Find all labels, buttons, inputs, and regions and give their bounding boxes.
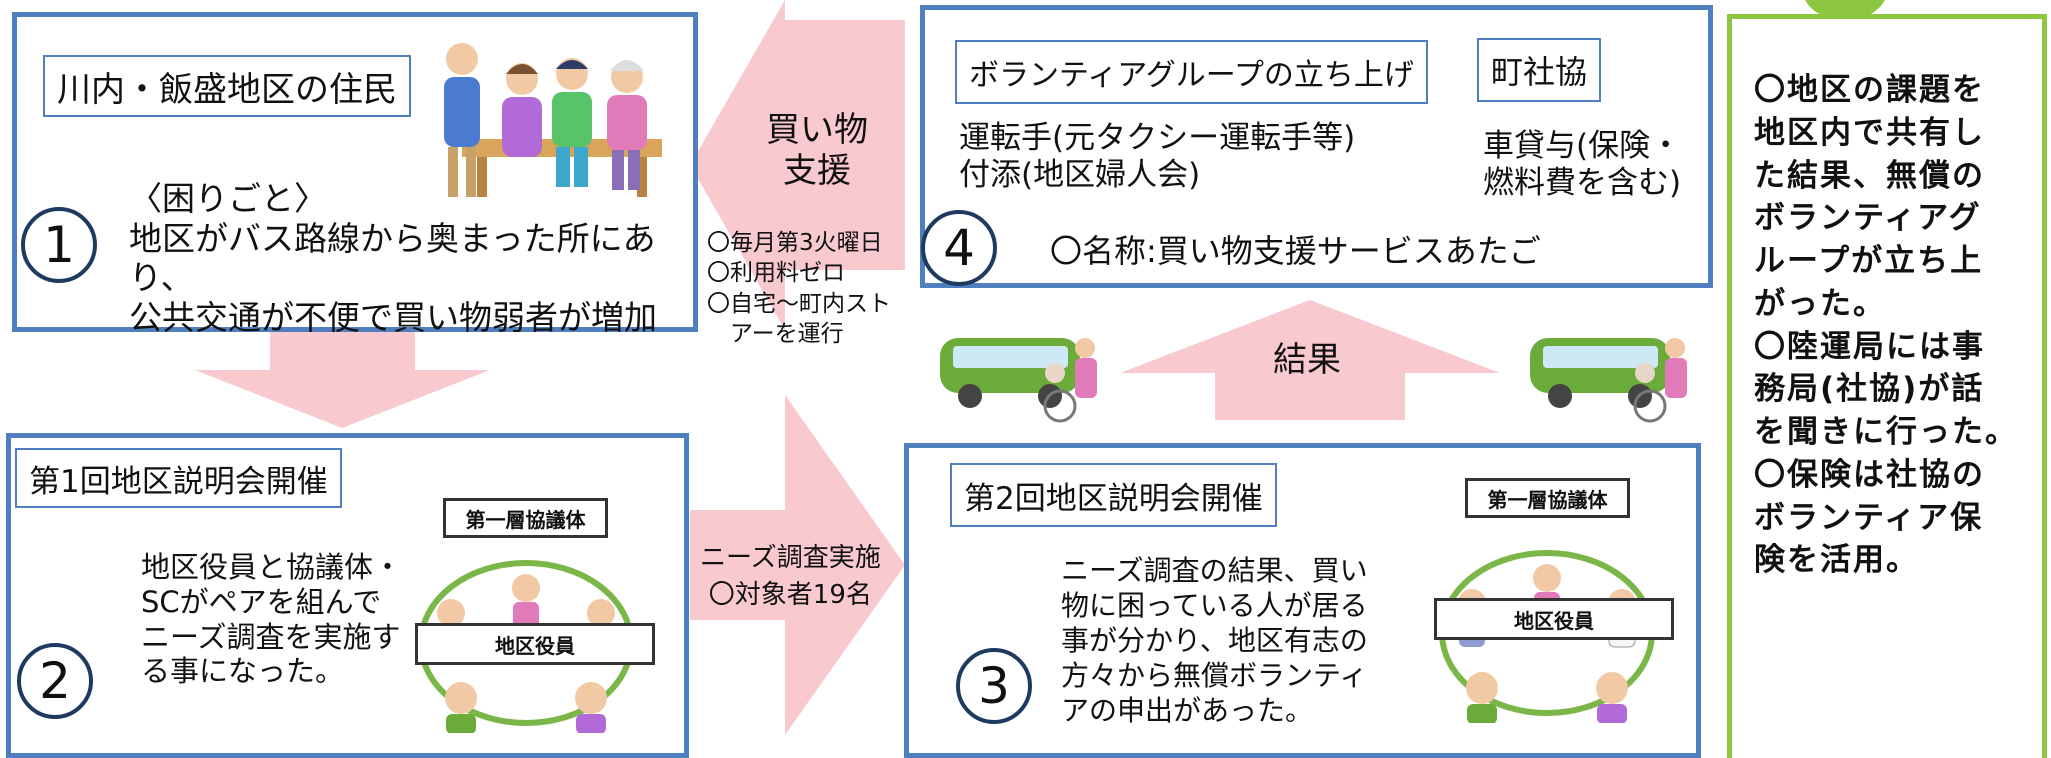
panel4-right-line: 車貸与(保険・ — [1483, 128, 1682, 164]
service-note: 〇自宅〜町内スト — [707, 290, 891, 317]
step-number-4: 4 — [921, 210, 997, 286]
step-number-3: 3 — [956, 648, 1032, 724]
arrow-right-line: ニーズ調査実施 — [700, 543, 881, 573]
arrow-up-shape — [1120, 300, 1500, 420]
summary-line: 〇地区の課題を — [1754, 72, 1985, 108]
summary-line: た結果、無償の — [1754, 157, 1985, 194]
step-number-1: 1 — [21, 207, 97, 283]
panel2-badge-top: 第一層協議体 — [443, 498, 608, 538]
arrow-left-label-line: 買い物 — [766, 110, 868, 150]
arrow-up-label: 結果 — [1273, 340, 1341, 380]
panel2-badge-mid: 地区役員 — [415, 623, 655, 665]
panel-first-meeting: 第1回地区説明会開催 地区役員と協議体・ SCがペアを組んで ニーズ調査を実施す… — [6, 433, 689, 758]
panel-residents: 川内・飯盛地区の住民 1 〈困りごと〉 地区がバス路線から奥まった所にあり、 公… — [12, 12, 698, 337]
step-number-2: 2 — [17, 643, 93, 719]
panel2-title: 第1回地区説明会開催 — [15, 448, 342, 508]
arrow-down-shape — [195, 328, 490, 428]
panel-second-meeting: 第2回地区説明会開催 ニーズ調査の結果、買い 物に困っている人が居る 事が分かり… — [904, 443, 1701, 758]
panel4-right-line: 燃料費を含む) — [1483, 165, 1682, 202]
panel4-left-text: 運転手(元タクシー運転手等) 付添(地区婦人会) — [959, 120, 1355, 194]
panel3-text: ニーズ調査の結果、買い 物に困っている人が居る 事が分かり、地区有志の 方々から… — [1061, 553, 1368, 728]
summary-text: 〇地区の課題を 地区内で共有し た結果、無償の ボランティアグ ループが立ち上 … — [1754, 69, 2044, 582]
arrow-right-shape — [690, 395, 905, 735]
panel1-title: 川内・飯盛地区の住民 — [43, 55, 411, 117]
service-note: アーを運行 — [707, 321, 844, 348]
panel3-line: 事が分かり、地区有志の — [1061, 624, 1368, 657]
panel4-right-text: 車貸与(保険・ 燃料費を含む) — [1483, 128, 1681, 202]
summary-line: 〇保険は社協の — [1754, 456, 1985, 493]
service-note: 〇利用料ゼロ — [707, 260, 845, 287]
panel2-text: 地区役員と協議体・ SCがペアを組んで ニーズ調査を実施す る事になった。 — [141, 550, 402, 689]
summary-line: を聞きに行った。 — [1754, 414, 2018, 451]
arrow-left-body — [690, 0, 905, 330]
summary-line: 地区内で共有し — [1754, 114, 1985, 151]
panel2-line: 地区役員と協議体・ — [141, 550, 403, 584]
arrow-right-line: 〇対象者19名 — [708, 579, 872, 610]
panel3-badge-mid: 地区役員 — [1434, 598, 1674, 640]
panel3-line: 物に困っている人が居る — [1061, 589, 1368, 622]
panel3-line: 方々から無償ボランティ — [1061, 659, 1368, 692]
summary-line: 険を活用。 — [1754, 542, 1919, 579]
panel1-text: 〈困りごと〉 地区がバス路線から奥まった所にあり、 公共交通が不便で買い物弱者が… — [129, 179, 693, 337]
panel3-line: アの申出があった。 — [1061, 694, 1314, 727]
service-notes: 〇毎月第3火曜日 〇利用料ゼロ 〇自宅〜町内スト アーを運行 — [707, 228, 891, 349]
panel2-line: ニーズ調査を実施す — [141, 619, 401, 654]
panel-volunteer-group: ボランティアグループの立ち上げ 町社協 運転手(元タクシー運転手等) 付添(地区… — [920, 5, 1713, 288]
arrow-right-label: ニーズ調査実施 〇対象者19名 — [700, 540, 881, 614]
summary-line: ループが立ち上 — [1754, 243, 1984, 280]
panel4-title: ボランティアグループの立ち上げ — [955, 40, 1428, 104]
panel3-line: ニーズ調査の結果、買い — [1061, 554, 1368, 587]
service-note: 〇毎月第3火曜日 — [707, 230, 883, 256]
summary-line: 務局(社協)が話 — [1754, 371, 1985, 408]
summary-sidebar: 〇地区の課題を 地区内で共有し た結果、無償の ボランティアグ ループが立ち上 … — [1727, 14, 2047, 758]
summary-line: 〇陸運局には事 — [1754, 328, 1985, 365]
panel1-line: 公共交通が不便で買い物弱者が増加 — [129, 297, 657, 337]
bus-illustration-right — [1530, 338, 1687, 423]
panel4-left-line: 運転手(元タクシー運転手等) — [959, 120, 1356, 156]
panel2-line: SCがペアを組んで — [141, 584, 382, 619]
panel3-badge-top: 第一層協議体 — [1465, 478, 1630, 518]
panel2-line: る事になった。 — [141, 654, 345, 689]
panel1-line: 〈困りごと〉 — [129, 179, 327, 218]
panel4-name: 〇名称:買い物支援サービスあたご — [1050, 232, 1541, 270]
panel1-line: 地区がバス路線から奥まった所にあり、 — [129, 218, 656, 298]
panel3-title: 第2回地区説明会開催 — [950, 463, 1277, 527]
arrow-left-label: 買い物 支援 — [752, 110, 882, 192]
panel4-left-line: 付添(地区婦人会) — [959, 157, 1201, 194]
elderly-people-illustration — [444, 43, 662, 197]
bus-illustration-left — [940, 338, 1097, 423]
summary-line: ボランティア保 — [1754, 499, 1984, 536]
summary-line: がった。 — [1754, 285, 1886, 322]
panel4-org: 町社協 — [1477, 38, 1602, 102]
summary-line: ボランティアグ — [1754, 200, 1982, 237]
arrow-left-label-line: 支援 — [783, 150, 851, 191]
